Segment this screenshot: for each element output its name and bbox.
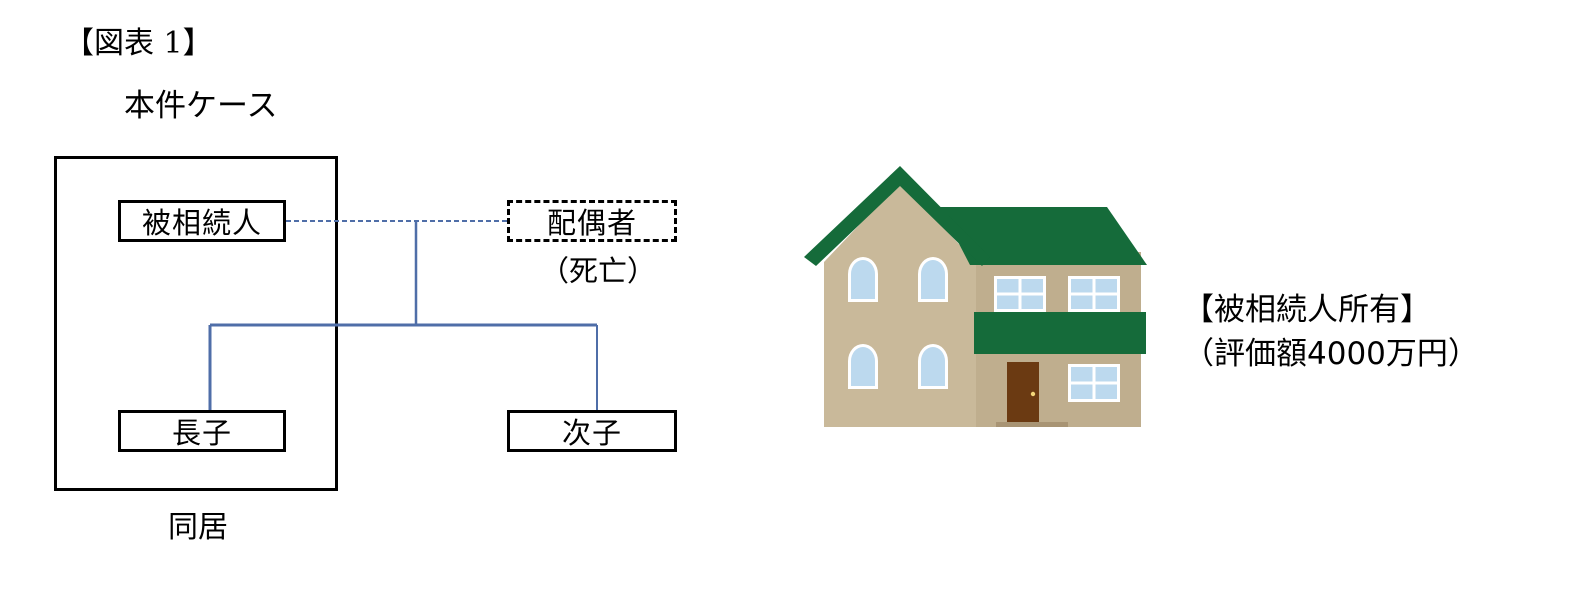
property-value-line: （評価額4000万円） xyxy=(1183,336,1479,372)
spouse-box: 配偶者 xyxy=(507,200,677,242)
second-son-box: 次子 xyxy=(507,410,677,452)
figure-label: 【図表 1】 xyxy=(64,26,213,61)
house-illustration xyxy=(804,166,1147,427)
property-owner-label: 【被相続人所有】 （評価額4000万円） xyxy=(1183,288,1479,376)
property-owner-line: 【被相続人所有】 xyxy=(1183,292,1431,328)
case-title: 本件ケース xyxy=(124,88,278,124)
cohabitation-label: 同居 xyxy=(168,510,228,545)
decedent-box: 被相続人 xyxy=(118,200,286,242)
spouse-status: （死亡） xyxy=(540,254,657,288)
first-son-box: 長子 xyxy=(118,410,286,452)
house-icon xyxy=(804,166,1147,427)
